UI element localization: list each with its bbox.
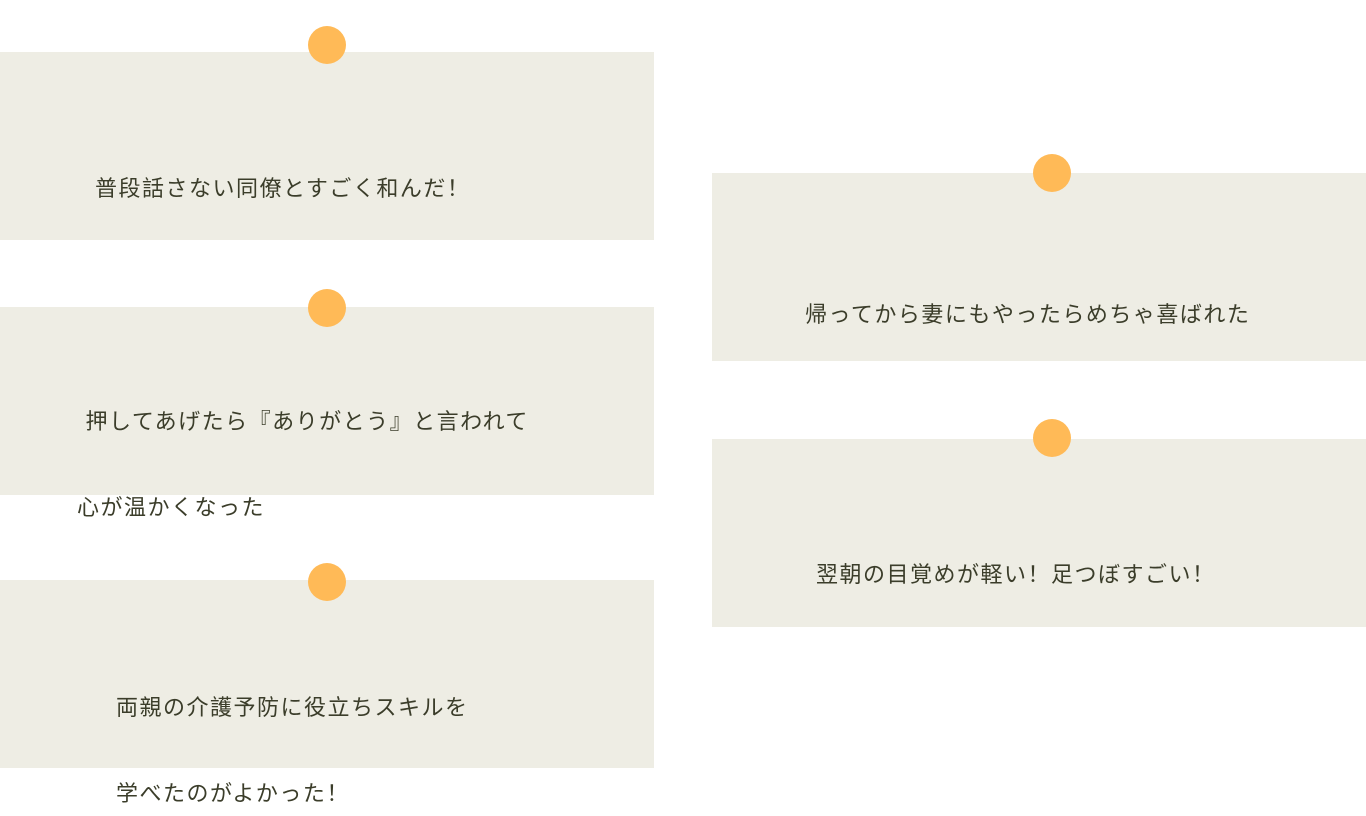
testimonial-line: 普段話さない同僚とすごく和んだ！ [95, 177, 471, 202]
testimonial-line: 翌朝の目覚めが軽い！足つぼすごい！ [816, 563, 1216, 588]
bullet-dot-icon [1033, 154, 1071, 192]
testimonial-card-4 [712, 173, 1366, 361]
testimonial-line: 帰ってから妻にもやったらめちゃ喜ばれた [805, 303, 1251, 328]
bullet-dot-icon [308, 289, 346, 327]
testimonial-text: 両親の介護予防に役立ちスキルを 学べたのがよかった！ [116, 644, 469, 816]
bullet-dot-icon [308, 26, 346, 64]
testimonial-card-3 [0, 580, 654, 768]
testimonial-card-2 [0, 307, 654, 495]
testimonial-text: 普段話さない同僚とすごく和んだ！ [95, 125, 470, 211]
testimonial-card-1 [0, 52, 654, 240]
testimonial-line: 心が温かくなった [77, 496, 266, 521]
testimonial-text: 押してあげたら『ありがとう』と言われて 心が温かくなった [77, 358, 529, 530]
testimonial-text: 帰ってから妻にもやったらめちゃ喜ばれた [805, 251, 1250, 337]
testimonial-line: 両親の介護予防に役立ちスキルを [116, 696, 469, 721]
testimonial-line: 学べたのがよかった！ [116, 782, 350, 807]
testimonial-text: 翌朝の目覚めが軽い！足つぼすごい！ [816, 511, 1216, 597]
bullet-dot-icon [1033, 419, 1071, 457]
testimonial-card-5 [712, 439, 1366, 627]
testimonial-line: 押してあげたら『ありがとう』と言われて [77, 410, 529, 435]
bullet-dot-icon [308, 563, 346, 601]
